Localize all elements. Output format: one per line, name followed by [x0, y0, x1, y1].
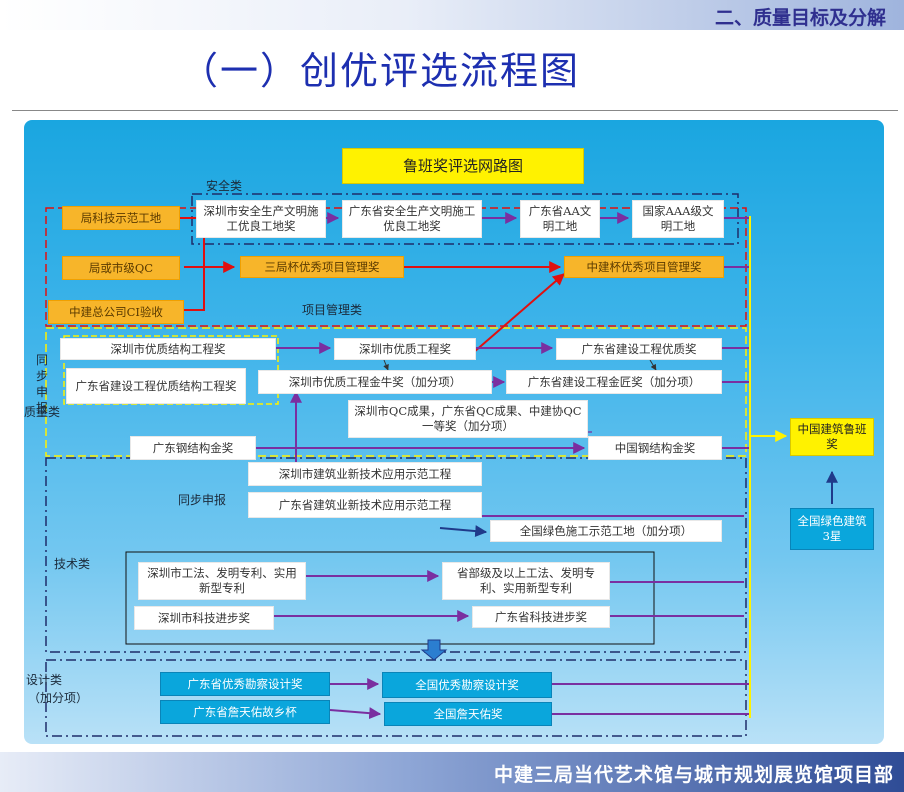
footer-bar: 中建三局当代艺术馆与城市规划展览馆项目部	[0, 752, 904, 792]
tech-group-frame	[45, 457, 747, 653]
node-gd-sci: 广东省科技进步奖	[472, 606, 610, 628]
diagram-main-title: 鲁班奖评选网路图	[342, 148, 584, 184]
group-label-quality: 质量类	[24, 405, 61, 419]
tech-inner-frame	[125, 551, 655, 645]
node-gd-aa: 广东省AA文明工地	[520, 200, 600, 238]
node-gd-safety: 广东省安全生产文明施工优良工地奖	[342, 200, 482, 238]
group-label-sync-report-2: 同步申报	[178, 493, 227, 507]
node-luban: 中国建筑鲁班奖	[790, 418, 874, 456]
node-bureau-qc: 局或市级QC	[62, 256, 180, 280]
page-title: （一）创优评选流程图	[180, 49, 581, 93]
design-group-frame	[45, 659, 747, 737]
node-gd-quality: 广东省建设工程优质奖	[556, 338, 722, 360]
section-title: 二、质量目标及分解	[714, 7, 886, 29]
node-bureau3-cup: 三局杯优秀项目管理奖	[240, 256, 404, 278]
group-label-technology: 技术类	[54, 557, 91, 571]
node-cscec-cup: 中建杯优秀项目管理奖	[564, 256, 724, 278]
node-cn-steel: 中国钢结构金奖	[588, 436, 722, 460]
node-sz-newtech: 深圳市建筑业新技术应用示范工程	[248, 462, 482, 486]
node-prov-patent: 省部级及以上工法、发明专利、实用新型专利	[442, 562, 610, 600]
group-label-project-mgmt: 项目管理类	[302, 303, 363, 317]
node-sz-patent: 深圳市工法、发明专利、实用新型专利	[138, 562, 306, 600]
node-gd-survey: 广东省优秀勘察设计奖	[160, 672, 330, 696]
node-gd-structure: 广东省建设工程优质结构工程奖	[66, 368, 246, 404]
node-gd-newtech: 广东省建筑业新技术应用示范工程	[248, 492, 482, 518]
node-national-aaa: 国家AAA级文明工地	[632, 200, 724, 238]
node-nat-zhan: 全国詹天佑奖	[384, 702, 552, 726]
diagram-panel: 鲁班奖评选网路图 安全类 项目管理类 同步申报 质量类 同步申报 技术类 设计类…	[24, 120, 884, 744]
node-nat-survey: 全国优秀勘察设计奖	[382, 672, 552, 698]
group-label-design-extra: （加分项）	[28, 691, 89, 705]
node-gd-zhan: 广东省詹天佑故乡杯	[160, 700, 330, 724]
node-sz-sci: 深圳市科技进步奖	[134, 606, 274, 630]
footer-text: 中建三局当代艺术馆与城市规划展览馆项目部	[493, 764, 894, 786]
quality-group-frame	[45, 327, 747, 457]
header-bar: 二、质量目标及分解	[0, 0, 904, 30]
diagram-connectors	[45, 193, 838, 737]
node-sz-golden-ox: 深圳市优质工程金牛奖（加分项）	[258, 370, 492, 394]
node-sz-safety: 深圳市安全生产文明施工优良工地奖	[196, 200, 326, 238]
node-gd-golden: 广东省建设工程金匠奖（加分项）	[506, 370, 722, 394]
node-green3: 全国绿色建筑3星	[790, 508, 874, 550]
node-sz-structure: 深圳市优质结构工程奖	[60, 338, 276, 360]
node-cscec-ci: 中建总公司CI验收	[48, 300, 184, 324]
node-green-site: 全国绿色施工示范工地（加分项）	[490, 520, 722, 542]
node-bureau-demo: 局科技示范工地	[62, 206, 180, 230]
title-divider	[12, 110, 898, 111]
group-label-sync-report-1: 同步申报	[36, 353, 49, 415]
group-label-design: 设计类	[26, 673, 63, 687]
node-gd-steel: 广东钢结构金奖	[130, 436, 256, 460]
node-qc-results: 深圳市QC成果，广东省QC成果、中建协QC一等奖（加分项）	[348, 400, 588, 438]
group-label-safety: 安全类	[206, 179, 243, 193]
node-sz-quality: 深圳市优质工程奖	[334, 338, 476, 360]
